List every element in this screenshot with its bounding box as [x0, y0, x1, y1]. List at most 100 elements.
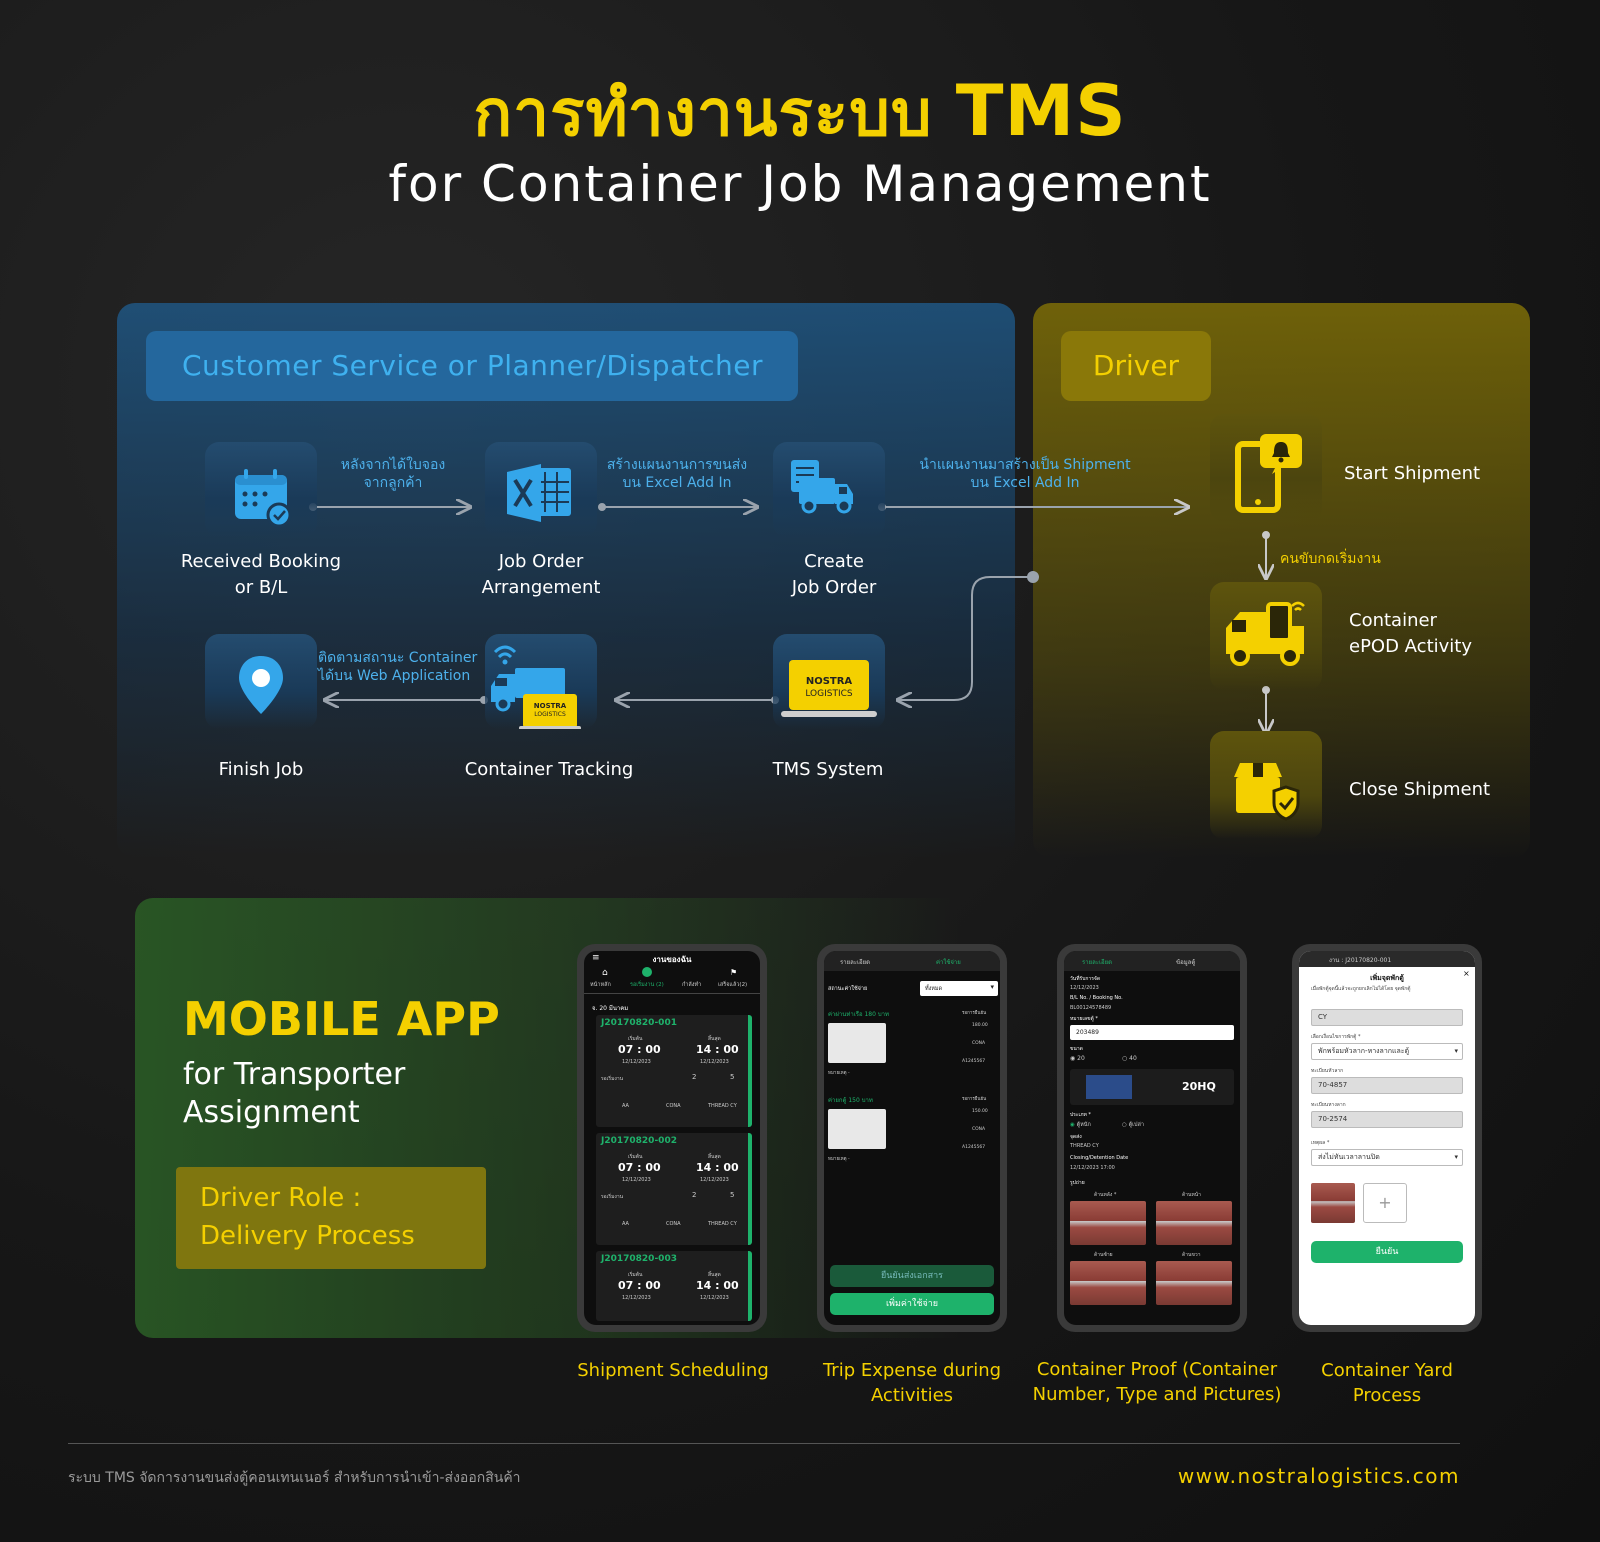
size-20-radio[interactable]: ◉ 20	[1070, 1055, 1085, 1062]
container-type-card: 20HQ	[1070, 1069, 1234, 1105]
tab-expenses[interactable]: ค่าใช้จ่าย	[936, 959, 961, 966]
tab-home[interactable]: หน้าหลัก	[590, 982, 611, 988]
job-count-b: 5	[730, 1073, 735, 1081]
booking-value: BL00124578489	[1070, 1005, 1112, 1011]
job-card-1[interactable]: J20170820-001 เริ่มต้น สิ้นสุด 07 : 00 1…	[596, 1015, 752, 1127]
excel-icon	[507, 464, 571, 522]
chevron-down-icon: ▾	[990, 983, 994, 991]
add-photo-button[interactable]: +	[1363, 1183, 1407, 1223]
photo-left-label: ด้านซ้าย	[1094, 1252, 1113, 1258]
tab-details[interactable]: รายละเอียด	[1082, 959, 1113, 966]
tab-waiting[interactable]: รอเริ่มงาน (2)	[630, 982, 664, 988]
phone-screen-1: งานของฉัน ≡ หน้าหลัก รอเริ่มงาน (2) กำลั…	[584, 951, 760, 1325]
start-label: เริ่มต้น	[628, 1272, 643, 1278]
expense-remark-1: หมายเหตุ -	[828, 1071, 850, 1076]
reason-label: เลือกเงื่อนไขการพักตู้ *	[1311, 1034, 1361, 1040]
head-plate-field[interactable]: 70-4857	[1311, 1077, 1463, 1094]
footer-website-link[interactable]: www.nostralogistics.com	[1177, 1464, 1460, 1488]
receipt-image-1[interactable]	[828, 1023, 886, 1063]
confirm-documents-button[interactable]: ยืนยันส่งเอกสาร	[830, 1265, 994, 1287]
job-count-b: 5	[730, 1191, 735, 1199]
arrow-driver-to-tms	[898, 576, 1033, 700]
title-accent: TMS	[955, 70, 1127, 152]
tab-details[interactable]: รายละเอียด	[840, 959, 871, 966]
chevron-down-icon: ▾	[1454, 1153, 1458, 1161]
place-label: จุดส่ง	[1070, 1134, 1082, 1140]
stop-c: THREAD CY	[708, 1103, 737, 1109]
expense-section-1: ค่าผ่านท่าเรือ 180 บาท	[828, 1011, 889, 1018]
phone-screen-2: รายละเอียด ค่าใช้จ่าย สถานะค่าใช้จ่าย ทั…	[824, 951, 1000, 1325]
close-icon[interactable]: ×	[1463, 969, 1470, 978]
end-label: สิ้นสุด	[708, 1154, 721, 1160]
phone-container-proof: รายละเอียด ข้อมูลตู้ วันที่รับการจัด 12/…	[1057, 944, 1247, 1332]
receipt-image-2[interactable]	[828, 1109, 886, 1149]
job-end-date: 12/12/2023	[700, 1295, 729, 1301]
menu-icon[interactable]: ≡	[592, 953, 600, 963]
add-stop-description: เมื่อพักตู้จุดนี้แล้วจะถูกยกเลิกไม่ได้โด…	[1311, 986, 1411, 992]
photo-front[interactable]	[1156, 1201, 1232, 1245]
note-after-booking: หลังจากได้ใบจองจากลูกค้า	[340, 457, 446, 491]
filter-select[interactable]: ทั้งหมด▾	[920, 981, 998, 996]
type-full-radio[interactable]: ◉ ตู้หนัก	[1070, 1122, 1091, 1128]
size-40-radio[interactable]: ○ 40	[1122, 1055, 1137, 1062]
truck-document-icon	[791, 460, 853, 514]
job-count-a: 2	[692, 1073, 697, 1081]
end-label: สิ้นสุด	[708, 1272, 721, 1278]
head-plate-label: ทะเบียนหัวลาก	[1311, 1068, 1344, 1074]
clock-icon[interactable]	[642, 967, 652, 977]
tab-in-progress[interactable]: กำลังทำ	[682, 982, 702, 988]
driver-header: Driver	[1061, 331, 1211, 401]
tab-container-info[interactable]: ข้อมูลตู้	[1176, 959, 1196, 966]
job-id: J20170820-002	[601, 1136, 677, 1146]
title-thai: การทำงานระบบ	[473, 77, 933, 151]
photo-right[interactable]	[1156, 1261, 1232, 1305]
job-id: J20170820-003	[601, 1254, 677, 1264]
phone4-job-title: งาน : J20170820-001	[1329, 957, 1392, 964]
job-end-time: 14 : 00	[696, 1043, 739, 1056]
type-label: ประเภท *	[1070, 1112, 1091, 1118]
expense-amount-1: 180.00	[972, 1023, 988, 1028]
job-status: รอเริ่มงาน	[601, 1194, 624, 1200]
job-end-date: 12/12/2023	[700, 1177, 729, 1183]
yard-field[interactable]: CY	[1311, 1009, 1463, 1026]
job-start-time: 07 : 00	[618, 1279, 661, 1292]
type-empty-radio[interactable]: ○ ตู้เปล่า	[1122, 1122, 1144, 1128]
job-end-time: 14 : 00	[696, 1161, 739, 1174]
home-icon[interactable]: ⌂	[602, 968, 608, 978]
cause-select[interactable]: ส่งไม่ทันเวลาลานปิด▾	[1311, 1149, 1463, 1166]
add-expense-button[interactable]: เพิ่มค่าใช้จ่าย	[830, 1293, 994, 1315]
tile-create-job-order	[773, 442, 885, 537]
chevron-down-icon: ▾	[1454, 1047, 1458, 1055]
confirm-button[interactable]: ยืนยัน	[1311, 1241, 1463, 1263]
phone-container-yard: งาน : J20170820-001 เพิ่มจุดพักตู้ × เมื…	[1292, 944, 1482, 1332]
job-start-time: 07 : 00	[618, 1043, 661, 1056]
expense-remark-2: หมายเหตุ -	[828, 1157, 850, 1162]
tail-plate-field[interactable]: 70-2574	[1311, 1111, 1463, 1128]
reason-select[interactable]: พักพร้อมหัวลาก-หางลากและตู้▾	[1311, 1043, 1463, 1060]
phone-screen-3: รายละเอียด ข้อมูลตู้ วันที่รับการจัด 12/…	[1064, 951, 1240, 1325]
tab-done[interactable]: เสร็จแล้ว(2)	[718, 982, 748, 988]
label-close-shipment: Close Shipment	[1349, 779, 1491, 800]
note-driver-start: คนขับกดเริ่มงาน	[1280, 551, 1381, 567]
job-card-2[interactable]: J20170820-002 เริ่มต้น สิ้นสุด 07 : 00 1…	[596, 1133, 752, 1245]
photo-back[interactable]	[1070, 1201, 1146, 1245]
job-card-3[interactable]: J20170820-003 เริ่มต้น สิ้นสุด 07 : 00 1…	[596, 1251, 752, 1321]
tracking-truck-icon: NOSTRA LOGISTICS	[491, 645, 581, 730]
expense-amount-2: 150.00	[972, 1109, 988, 1114]
note-plan-excel: สร้างแผนงานการขนส่งบน Excel Add In	[606, 457, 748, 491]
flag-icon[interactable]: ⚑	[730, 968, 738, 977]
box-shield-icon	[1234, 763, 1300, 821]
expense-status-2: รอการยืนยัน	[962, 1097, 987, 1102]
photo-left[interactable]	[1070, 1261, 1146, 1305]
tile-start-shipment	[1210, 414, 1322, 522]
truck-brand-line-1: NOSTRA	[534, 702, 567, 710]
container-number-label: หมายเลขตู้ *	[1070, 1016, 1098, 1022]
yard-photo[interactable]	[1311, 1183, 1355, 1223]
container-number-input[interactable]: 203489	[1070, 1025, 1234, 1040]
